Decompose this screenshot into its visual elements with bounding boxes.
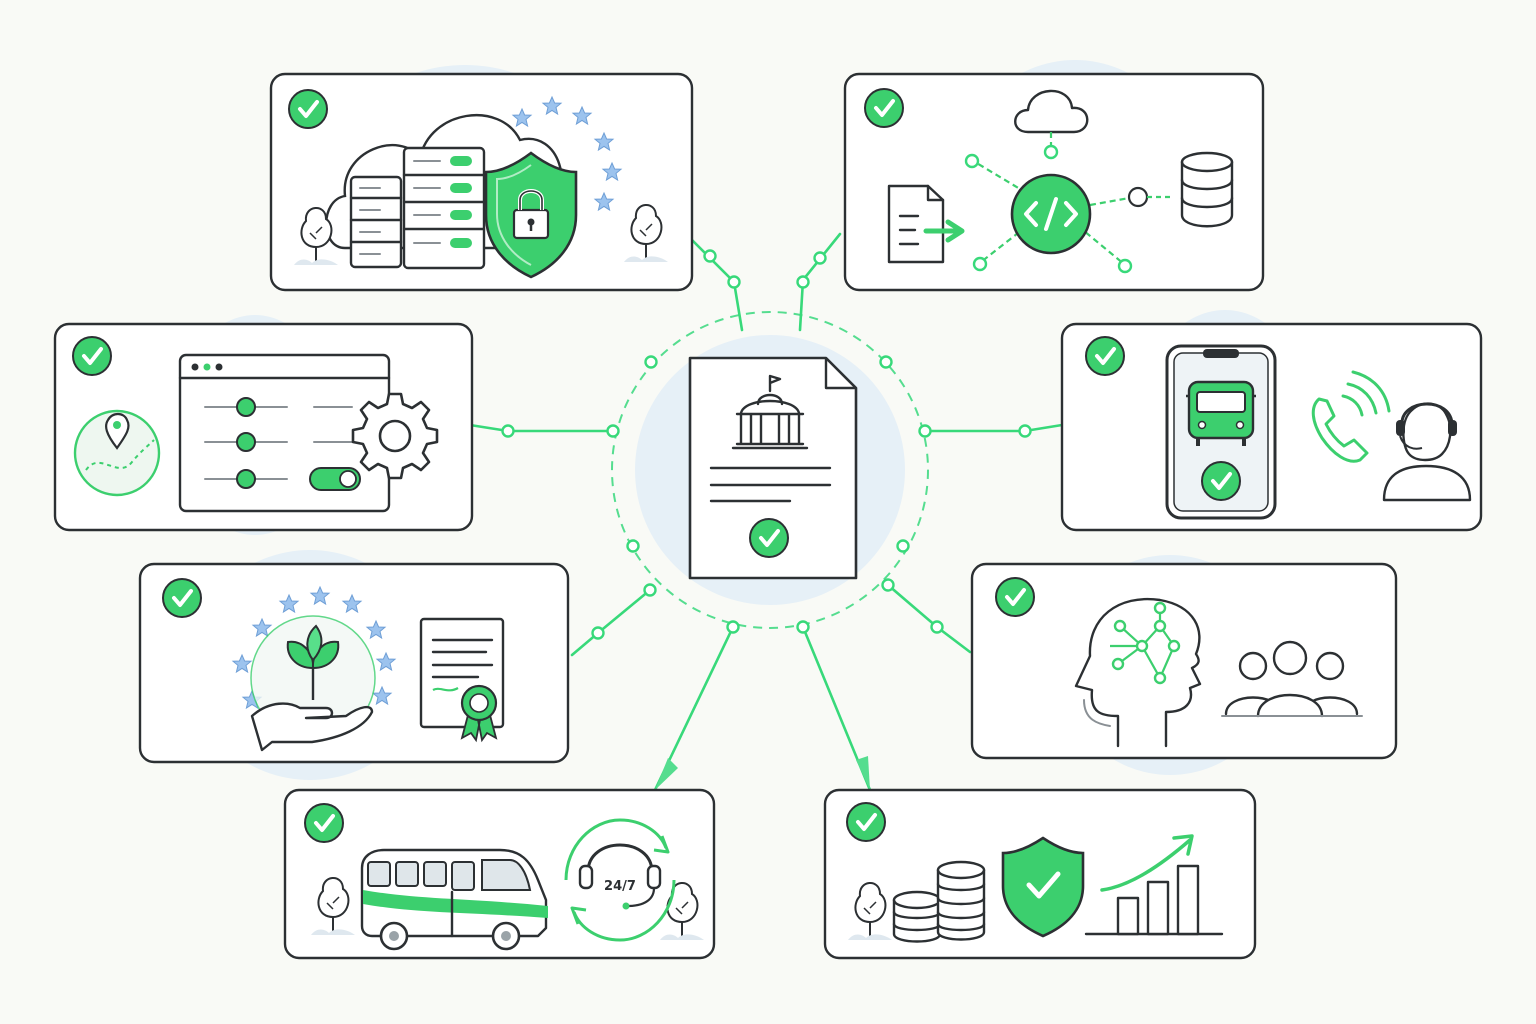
award-ribbon-icon (460, 684, 498, 743)
bar-chart-growth-icon (1084, 834, 1224, 936)
check-icon (287, 88, 329, 130)
check-icon (71, 335, 113, 377)
government-building-icon (731, 374, 809, 450)
check-icon (994, 576, 1036, 618)
ai-brain-head-icon (1074, 597, 1202, 748)
refresh-arrows-icon (564, 818, 676, 942)
card-mobile-support[interactable] (1060, 322, 1483, 532)
database-icon (1180, 151, 1234, 228)
card-transport-247[interactable]: 24/7 (283, 788, 716, 960)
check-icon (1084, 335, 1126, 377)
padlock-shield-icon (484, 151, 578, 279)
card-sustainability[interactable] (138, 562, 570, 764)
check-icon (303, 802, 345, 844)
slider-icon (204, 397, 353, 489)
map-pin-icon (73, 409, 161, 497)
support-hours-label: 24/7 (604, 879, 636, 894)
document-lines (709, 466, 832, 503)
bus-icon (1186, 380, 1256, 446)
coin-stack-icon (892, 860, 986, 943)
check-icon (863, 87, 905, 129)
minibus-icon (360, 848, 548, 951)
card-ai-people[interactable] (970, 562, 1398, 760)
plant-in-hand-icon (250, 615, 376, 752)
card-finance-growth[interactable] (823, 788, 1257, 960)
toggle-icon (309, 467, 361, 491)
document-icon (887, 184, 945, 264)
arrow-right-icon (923, 219, 965, 243)
connector-lines (468, 232, 1064, 792)
hub-document[interactable] (688, 356, 858, 580)
check-icon (1200, 460, 1242, 502)
support-agent-icon (1382, 402, 1472, 502)
headset-icon (578, 843, 662, 910)
code-icon (1010, 173, 1092, 255)
card-cloud-security[interactable] (269, 72, 694, 292)
card-configuration[interactable] (53, 322, 474, 532)
card-api-integration[interactable] (843, 72, 1265, 292)
check-icon (748, 517, 790, 559)
server-rack-icon (349, 146, 486, 270)
check-icon (845, 801, 887, 843)
api-network-lines (964, 132, 1172, 274)
gear-icon (351, 392, 439, 480)
people-group-icon (1221, 640, 1363, 718)
check-icon (161, 577, 203, 619)
shield-check-icon (1001, 836, 1085, 938)
cloud-icon (1014, 89, 1089, 134)
phone-icon (1311, 370, 1391, 463)
